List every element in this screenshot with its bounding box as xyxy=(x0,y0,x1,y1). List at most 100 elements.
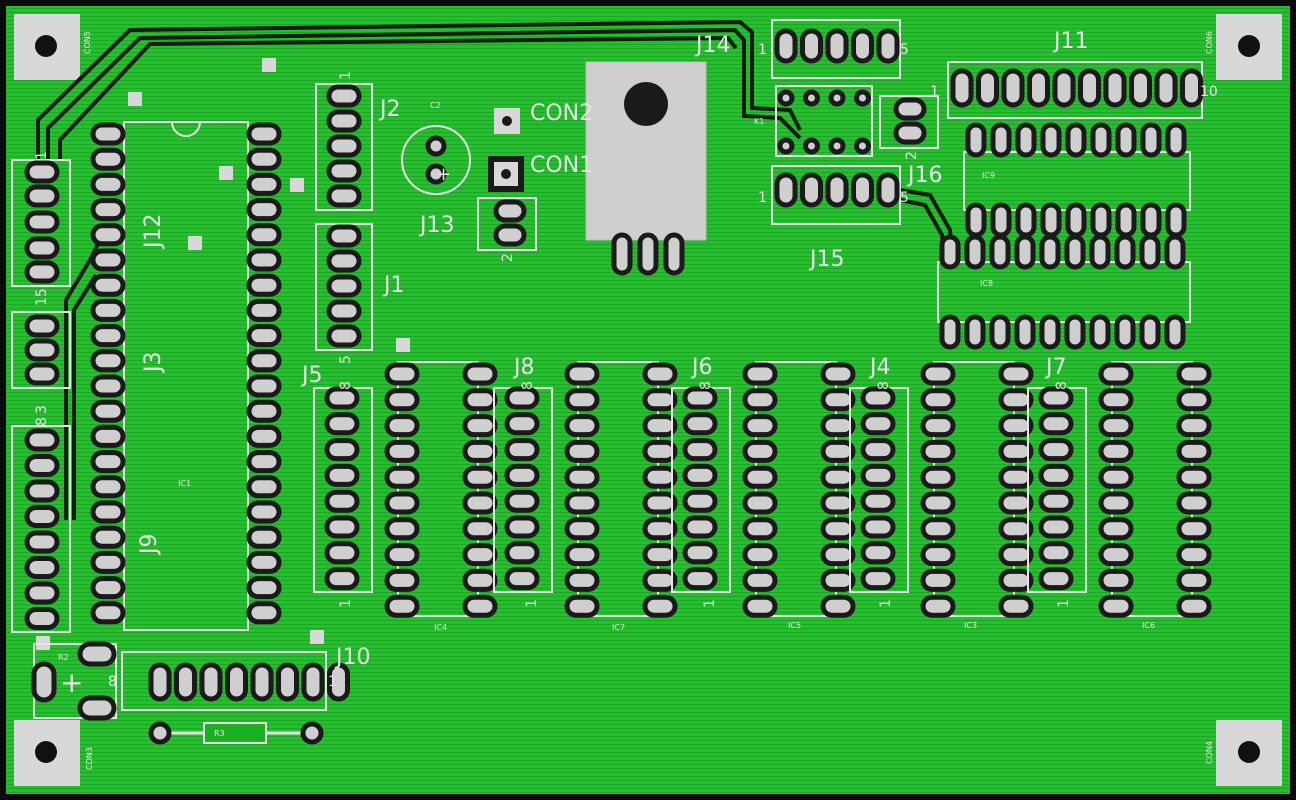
ic-pin xyxy=(564,594,600,618)
ic1-pin xyxy=(90,374,126,398)
ic9-pin xyxy=(965,122,987,158)
ic9-pin xyxy=(1065,122,1087,158)
ic-outline xyxy=(755,361,837,617)
ic1-pin xyxy=(246,198,282,222)
j14-pin xyxy=(774,28,798,64)
j10-pin xyxy=(174,662,197,702)
ic-pin xyxy=(384,491,420,515)
j14-j15-pins xyxy=(774,28,900,208)
ic8-pin xyxy=(939,314,961,350)
header-pin xyxy=(682,463,718,487)
label-ic6: IC6 xyxy=(1142,621,1155,630)
ic-pin xyxy=(820,568,856,592)
header-pin xyxy=(860,438,896,462)
left-connector-pin xyxy=(24,160,60,184)
header-pin xyxy=(504,515,540,539)
j14-pin xyxy=(876,28,900,64)
header-pin xyxy=(860,386,896,410)
left-connector-pin xyxy=(24,338,60,362)
ic-pin xyxy=(642,414,678,438)
j1-outline xyxy=(315,223,373,351)
j2-pin xyxy=(326,184,362,208)
ic1-pin xyxy=(90,601,126,625)
ic-pin xyxy=(920,491,956,515)
ic9-pin xyxy=(990,122,1012,158)
left-connector-pin xyxy=(24,428,60,452)
left-connector-mid xyxy=(11,311,71,389)
ic-pin xyxy=(820,465,856,489)
ic-pin xyxy=(920,594,956,618)
ic-pin xyxy=(462,388,498,412)
ic-pin xyxy=(920,543,956,567)
ic-pin xyxy=(1176,414,1212,438)
k1-pin xyxy=(777,89,795,107)
ic1-pin xyxy=(246,374,282,398)
j15-outline xyxy=(771,165,901,225)
label-j3: J3 xyxy=(141,352,166,375)
ic-pin xyxy=(1176,543,1212,567)
k1-pin xyxy=(803,137,820,155)
header-pin xyxy=(1038,386,1074,410)
label-j8: J8 xyxy=(512,355,535,380)
pin-num-j7-8: 8 xyxy=(1054,381,1070,390)
k1-pin xyxy=(828,89,846,107)
j10-pin xyxy=(148,662,172,702)
ic-pin xyxy=(742,543,778,567)
ic1-footprint xyxy=(123,121,249,631)
left-pins xyxy=(24,160,60,630)
header-pin xyxy=(860,541,896,565)
header-pin xyxy=(682,386,718,410)
header-pin xyxy=(324,463,360,487)
j10-pin xyxy=(327,662,350,702)
ic8-pin xyxy=(1089,314,1111,350)
j2-pin xyxy=(326,159,362,183)
ic-pin xyxy=(564,465,600,489)
ic1-pin xyxy=(90,576,126,600)
ic-pin xyxy=(998,388,1034,412)
pin-num-left-15: 15 xyxy=(34,288,50,306)
j1-pin xyxy=(326,274,362,298)
ic-pin xyxy=(564,362,600,386)
ic-pin xyxy=(1098,543,1134,567)
label-con1: CON1 xyxy=(530,153,593,178)
label-j16: J16 xyxy=(906,163,942,188)
ic9-pin xyxy=(1165,202,1187,238)
pin-num-left-3: 3 xyxy=(34,405,50,414)
header-pin xyxy=(504,412,540,436)
ic8-pin xyxy=(939,234,961,270)
ic-pin xyxy=(1176,439,1212,463)
ic-pin xyxy=(742,362,778,386)
ic-pin xyxy=(820,362,856,386)
pin-num-j7-1: 1 xyxy=(1056,599,1072,608)
ic-pin xyxy=(742,568,778,592)
ic1-pins xyxy=(90,122,282,625)
j15-pin xyxy=(800,172,823,208)
ic8-pin xyxy=(1139,234,1161,270)
ic-pin xyxy=(920,568,956,592)
j11-pin xyxy=(1001,68,1025,108)
mounting-holes xyxy=(14,14,1282,786)
ic-pin xyxy=(1098,362,1134,386)
j11-pin xyxy=(1027,68,1050,108)
label-j6: J6 xyxy=(690,355,713,380)
ic-pin xyxy=(384,439,420,463)
ic-pin xyxy=(462,439,498,463)
r2-plus-sign: + xyxy=(60,666,83,699)
ic9-pin xyxy=(1140,202,1162,238)
left-connector-pin xyxy=(24,210,60,234)
ic1-pin xyxy=(90,248,126,272)
ic-pin xyxy=(998,491,1034,515)
ic-pin xyxy=(384,362,420,386)
ic9-pin xyxy=(1090,122,1112,158)
ic-pin xyxy=(462,465,498,489)
ic-pin xyxy=(384,388,420,412)
ic9-pin xyxy=(1115,122,1137,158)
label-j5: J5 xyxy=(300,363,323,388)
ic-pin xyxy=(564,568,600,592)
ic-pin xyxy=(384,465,420,489)
header-pin xyxy=(324,489,360,513)
label-con5: CON5 xyxy=(83,31,92,54)
ic1-pin xyxy=(90,223,126,247)
ic1-pin xyxy=(90,550,126,574)
j1-j2-pins xyxy=(326,84,362,348)
